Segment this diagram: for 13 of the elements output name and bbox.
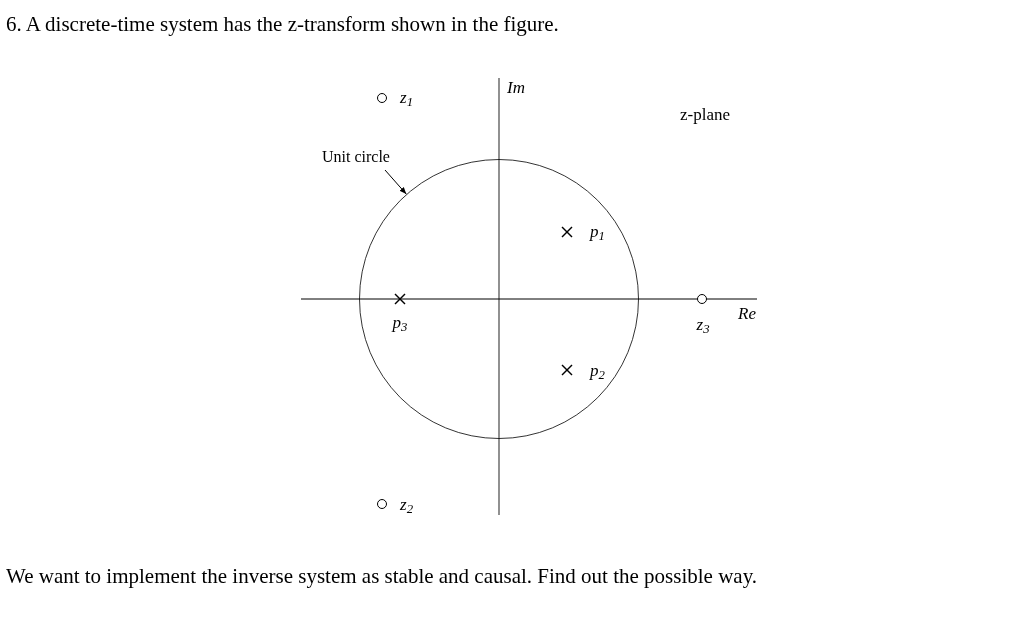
- zero-label: z$_{2}$: [400, 495, 413, 515]
- pole-label: p$_{1}$: [590, 222, 605, 242]
- leader-arrow: [384, 169, 407, 195]
- question-text: We want to implement the inverse system as stable and causal. Find out the possible way.: [6, 563, 758, 590]
- plane-label: z-plane: [680, 105, 730, 125]
- callout-text: Unit circle: [322, 146, 390, 168]
- question-title: 6. A discrete-time system has the z-transform shown in the figure.: [6, 11, 559, 38]
- axis-label: Re: [738, 304, 756, 324]
- axis-label: Im: [507, 78, 525, 98]
- pole-label: p$_{3}$: [392, 313, 408, 333]
- zero-label: z$_{3}$: [696, 315, 710, 335]
- pole-label: p$_{2}$: [590, 361, 605, 381]
- zero-label: z$_{1}$: [400, 88, 413, 108]
